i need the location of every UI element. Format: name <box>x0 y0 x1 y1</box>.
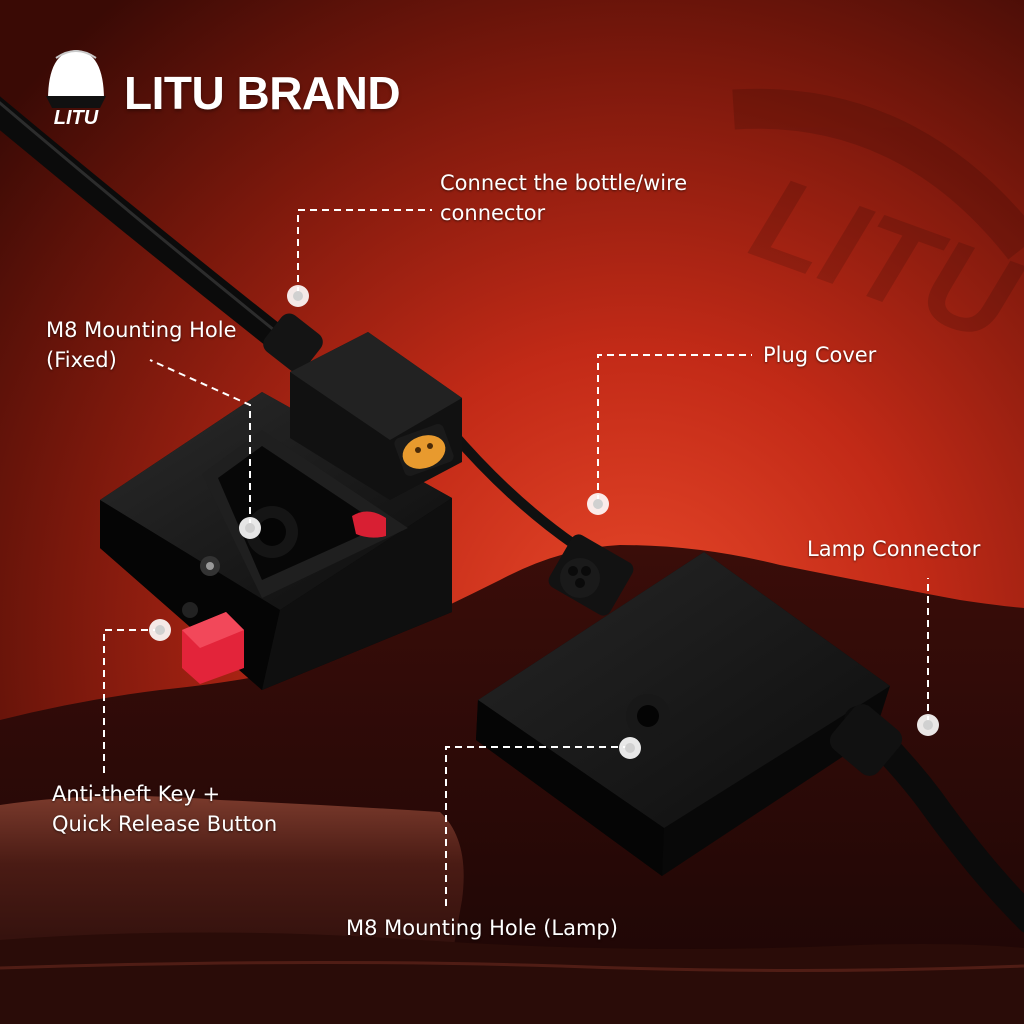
svg-text:LITU: LITU <box>54 107 99 129</box>
foreground-rock-bottom <box>0 932 1024 1024</box>
label-lamp-connector: Lamp Connector <box>807 537 981 561</box>
power-cable-top <box>0 96 305 363</box>
label-m8-mounting-fixed: M8 Mounting Hole (Fixed) <box>46 318 237 372</box>
helmet-logo-icon: LITU <box>46 50 106 129</box>
lamp-plate <box>476 552 890 876</box>
callout-leaders <box>103 209 929 906</box>
callout-markers <box>149 285 939 759</box>
leader-anti-theft <box>103 629 160 778</box>
label-m8-mounting-lamp: M8 Mounting Hole (Lamp) <box>346 916 618 940</box>
cable-strain-relief <box>263 313 323 373</box>
lamp-strain-relief <box>829 704 903 776</box>
plug-cover-tether <box>446 426 578 550</box>
leader-plug-cover <box>597 354 752 502</box>
leader-m8-lamp <box>445 746 630 906</box>
brand-name: LITU BRAND <box>124 67 401 119</box>
lamp-round-plug <box>548 534 634 616</box>
label-anti-theft: Anti-theft Key + Quick Release Button <box>52 782 278 836</box>
label-connect-connector: Connect the bottle/wire connector <box>440 171 688 225</box>
label-plug-cover: Plug Cover <box>763 343 877 367</box>
red-latch-tab <box>352 511 386 538</box>
leader-m8-fixed <box>149 359 251 526</box>
bottle-connector-plug <box>394 424 454 476</box>
anti-theft-button <box>182 612 244 684</box>
leader-connect <box>297 209 432 294</box>
